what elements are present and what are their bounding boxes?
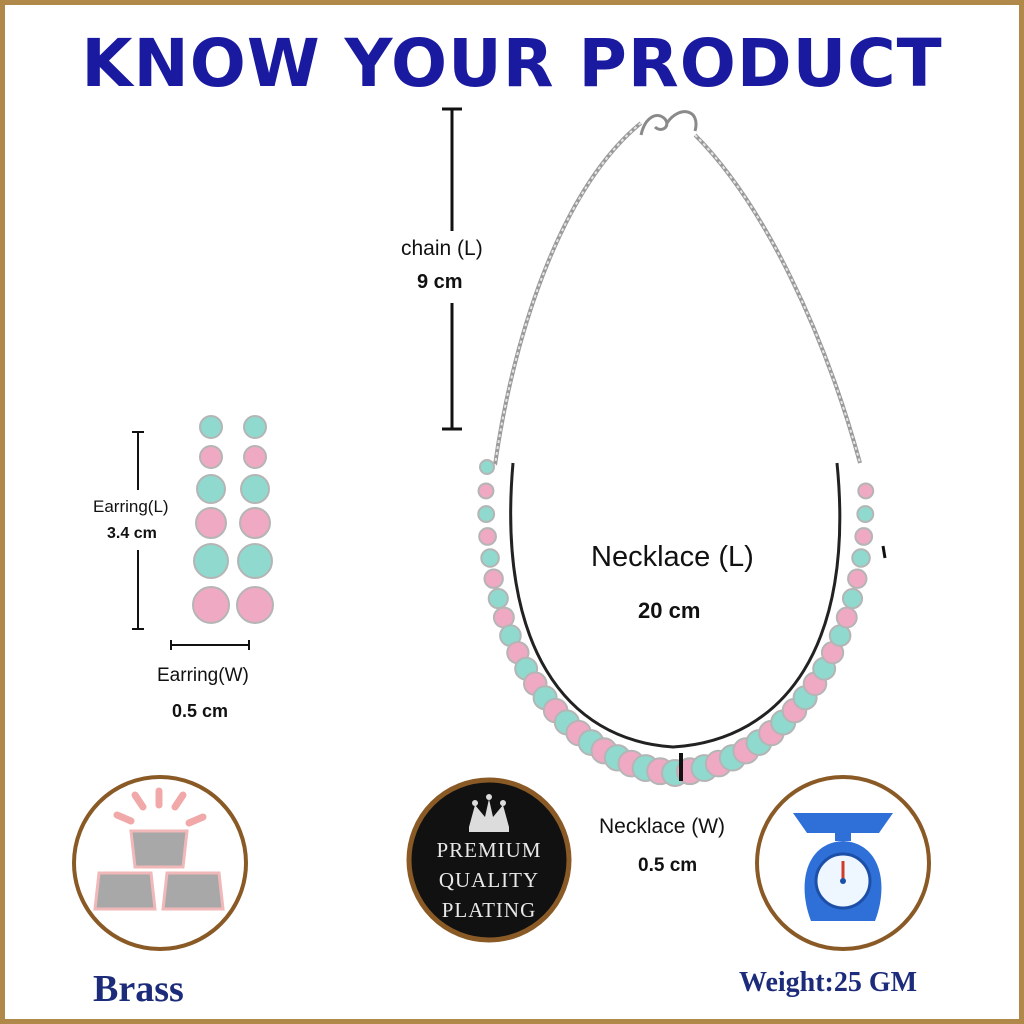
necklace-stone bbox=[480, 548, 500, 568]
material-label: Brass bbox=[93, 968, 184, 1010]
necklace-stone bbox=[478, 527, 497, 546]
brass-bars-icon bbox=[93, 787, 225, 911]
badge-line-1: PREMIUM bbox=[436, 838, 542, 862]
earring-stone bbox=[243, 445, 267, 469]
badge-line-3: PLATING bbox=[441, 898, 537, 922]
necklace-stones bbox=[477, 459, 875, 787]
necklace-stone bbox=[854, 527, 874, 546]
weight-label: Weight:25 GM bbox=[739, 967, 918, 998]
necklace-stone bbox=[483, 568, 504, 589]
earring-stone bbox=[195, 507, 227, 539]
earring-stone bbox=[239, 507, 271, 539]
badge-line-2: QUALITY bbox=[438, 868, 540, 892]
page-title: KNOW YOUR PRODUCT bbox=[81, 25, 943, 102]
earring-length-value: 3.4 cm bbox=[107, 525, 157, 542]
chain-length-marker bbox=[442, 107, 462, 431]
earring-width-marker bbox=[170, 640, 250, 650]
earring-length-marker bbox=[132, 431, 144, 630]
necklace-stone bbox=[835, 606, 858, 629]
necklace-length-value: 20 cm bbox=[638, 598, 701, 623]
premium-badge bbox=[406, 777, 572, 943]
earring-right bbox=[236, 415, 274, 624]
earring-stone bbox=[199, 415, 223, 439]
necklace-length-arc bbox=[509, 462, 842, 749]
necklace-stone bbox=[477, 482, 495, 500]
necklace-stone bbox=[841, 588, 864, 610]
chain-length-label: chain (L) bbox=[401, 237, 483, 260]
earring-stone bbox=[193, 543, 229, 579]
earring-stone bbox=[192, 586, 230, 624]
earring-stone bbox=[243, 415, 267, 439]
necklace-width-label: Necklace (W) bbox=[599, 815, 726, 838]
necklace-stone bbox=[856, 505, 875, 523]
necklace-chain bbox=[493, 110, 862, 466]
weight-circle bbox=[755, 775, 931, 951]
earring-stone bbox=[240, 474, 270, 504]
weighing-scale-icon bbox=[793, 813, 893, 921]
crown-icon bbox=[469, 794, 509, 832]
necklace-stone bbox=[851, 548, 871, 568]
brass-circle bbox=[72, 775, 248, 951]
necklace-stone bbox=[487, 588, 509, 610]
necklace-width-value: 0.5 cm bbox=[638, 855, 698, 876]
necklace-length-label: Necklace (L) bbox=[591, 541, 754, 573]
earring-length-label: Earring(L) bbox=[93, 497, 169, 516]
earring-stone bbox=[236, 586, 274, 624]
necklace-stone bbox=[479, 459, 495, 475]
earring-stone bbox=[199, 445, 223, 469]
earring-stone bbox=[196, 474, 226, 504]
earring-width-value: 0.5 cm bbox=[172, 701, 229, 721]
earring-width-label: Earring(W) bbox=[157, 665, 249, 686]
necklace-stone bbox=[857, 482, 875, 500]
necklace-stone bbox=[477, 505, 496, 523]
illustration-canvas bbox=[72, 107, 931, 951]
necklace-stone bbox=[847, 568, 868, 589]
earring-stone bbox=[237, 543, 273, 579]
chain-length-value: 9 cm bbox=[417, 271, 463, 293]
earring-left bbox=[192, 415, 230, 624]
